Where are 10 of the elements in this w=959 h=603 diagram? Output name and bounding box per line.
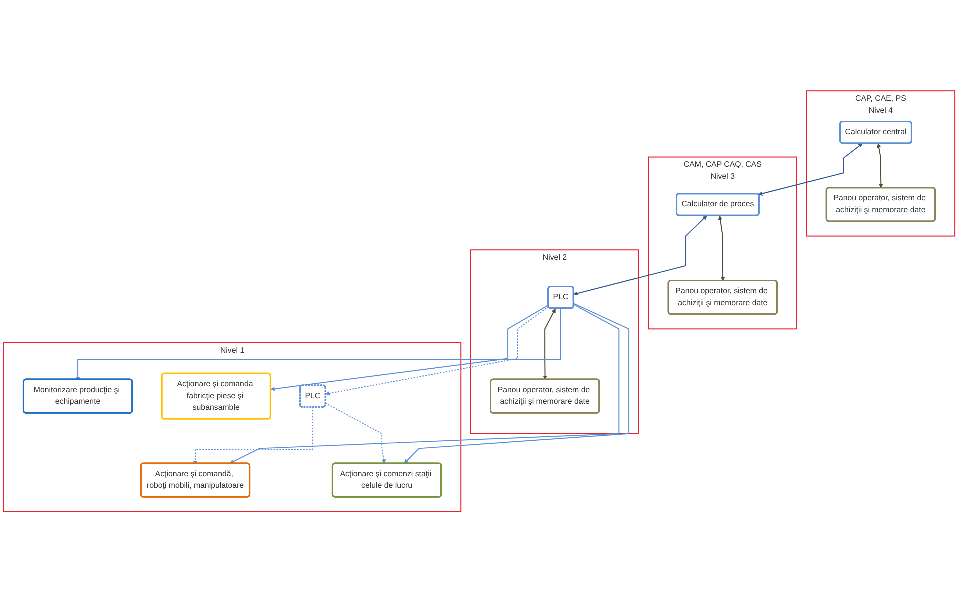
arrow xyxy=(230,304,620,464)
arrow xyxy=(404,303,630,464)
arrow xyxy=(876,144,884,188)
arrow xyxy=(574,216,708,296)
arrow xyxy=(718,216,726,282)
arrow xyxy=(325,402,386,464)
arrow xyxy=(543,308,556,380)
arrow xyxy=(758,144,863,196)
arrow xyxy=(326,306,550,396)
arrow xyxy=(270,304,550,392)
